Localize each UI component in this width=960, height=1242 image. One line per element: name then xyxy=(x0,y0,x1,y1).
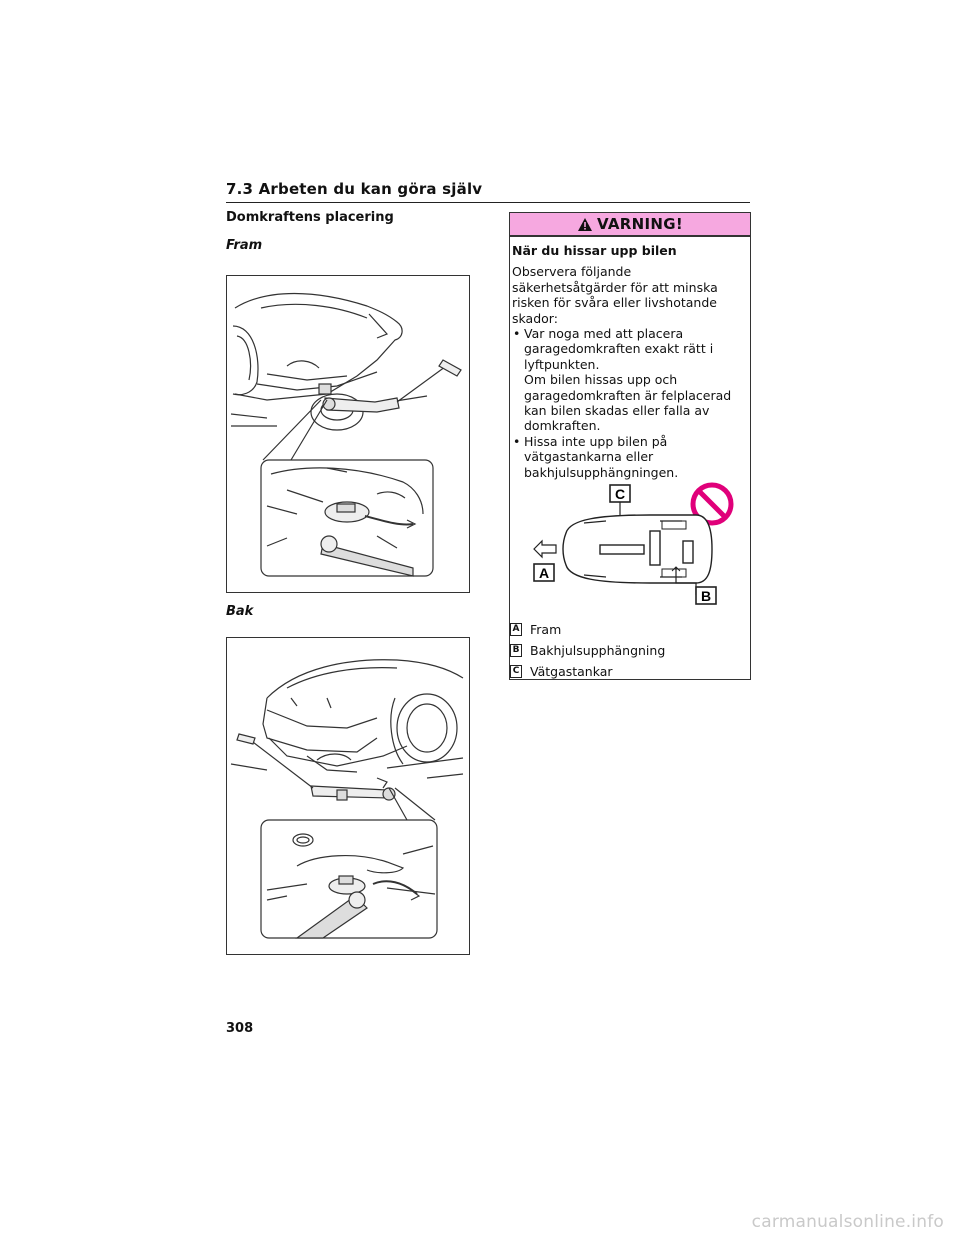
bullet-dot: • xyxy=(513,326,521,342)
warning-bullet-1: • Var noga med att placera garagedomkraf… xyxy=(512,326,744,434)
label-a: A xyxy=(539,565,549,581)
bullet-line: lyftpunkten. xyxy=(524,356,600,372)
car-topview-diagram: C A B xyxy=(533,482,734,605)
bullet-line: garagedomkraften är felplacerad xyxy=(524,387,732,403)
warning-intro: Observera följande säkerhetsåtgärder för… xyxy=(512,264,718,326)
legend-item: B Bakhjulsupphängning xyxy=(510,640,750,661)
heading-jack-placement: Domkraftens placering xyxy=(226,210,394,225)
figure-rear-jack xyxy=(226,637,470,955)
section-title: 7.3 Arbeten du kan göra själv xyxy=(226,180,483,198)
bullet-dot: • xyxy=(513,433,521,449)
warning-title: VARNING! xyxy=(597,215,683,233)
warning-subheading: När du hissar upp bilen xyxy=(512,243,677,258)
label-a-box xyxy=(533,563,555,582)
bullet-line: garagedomkraften exakt rätt i xyxy=(524,341,714,357)
bullet-line: bakhjulsupphängningen. xyxy=(524,464,679,480)
rear-jack-illustration xyxy=(230,659,464,939)
label-b-box xyxy=(695,586,717,605)
legend-text: Bakhjulsupphängning xyxy=(530,643,666,658)
hydrogen-tank-rear xyxy=(682,540,694,564)
label-front: Fram xyxy=(226,238,263,253)
legend-text: Fram xyxy=(530,622,562,637)
bullet-line: Var noga med att placera xyxy=(524,326,684,342)
legend-key: B xyxy=(510,644,522,657)
legend-item: A Fram xyxy=(510,619,750,640)
front-jack-illustration xyxy=(230,292,462,577)
hydrogen-tank-center xyxy=(599,544,645,555)
front-arrow-icon xyxy=(533,539,557,559)
bullet-line: kan bilen skadas eller falla av xyxy=(524,403,710,419)
legend-key: A xyxy=(510,623,522,636)
prohibited-icon xyxy=(690,482,734,526)
section-header: 7.3 Arbeten du kan göra själv xyxy=(226,180,750,203)
label-b: B xyxy=(701,588,711,604)
warning-bullet-2: • Hissa inte upp bilen på vätgastankarna… xyxy=(512,434,744,480)
legend-key: C xyxy=(510,665,522,678)
bullet-line: vätgastankarna eller xyxy=(524,449,654,465)
label-rear: Bak xyxy=(226,604,254,619)
watermark-text: carmanualsonline.info xyxy=(751,1212,944,1232)
warning-header: VARNING! xyxy=(510,213,750,237)
bullet-line: Hissa inte upp bilen på xyxy=(524,433,668,449)
bullet-line: Om bilen hissas upp och xyxy=(524,372,678,388)
label-c: C xyxy=(615,486,625,502)
warning-triangle-icon xyxy=(578,217,592,231)
legend-text: Vätgastankar xyxy=(530,664,613,679)
diagram-legend: A Fram B Bakhjulsupphängning C Vätgastan… xyxy=(510,619,750,682)
warning-body: När du hissar upp bilen Observera följan… xyxy=(510,237,750,480)
bullet-line: domkraften. xyxy=(524,418,601,434)
legend-item: C Vätgastankar xyxy=(510,661,750,682)
warning-box: VARNING! När du hissar upp bilen Observe… xyxy=(509,212,751,680)
hydrogen-tank-mid xyxy=(649,530,661,566)
figure-front-jack xyxy=(226,275,470,593)
page-number: 308 xyxy=(226,1021,254,1036)
